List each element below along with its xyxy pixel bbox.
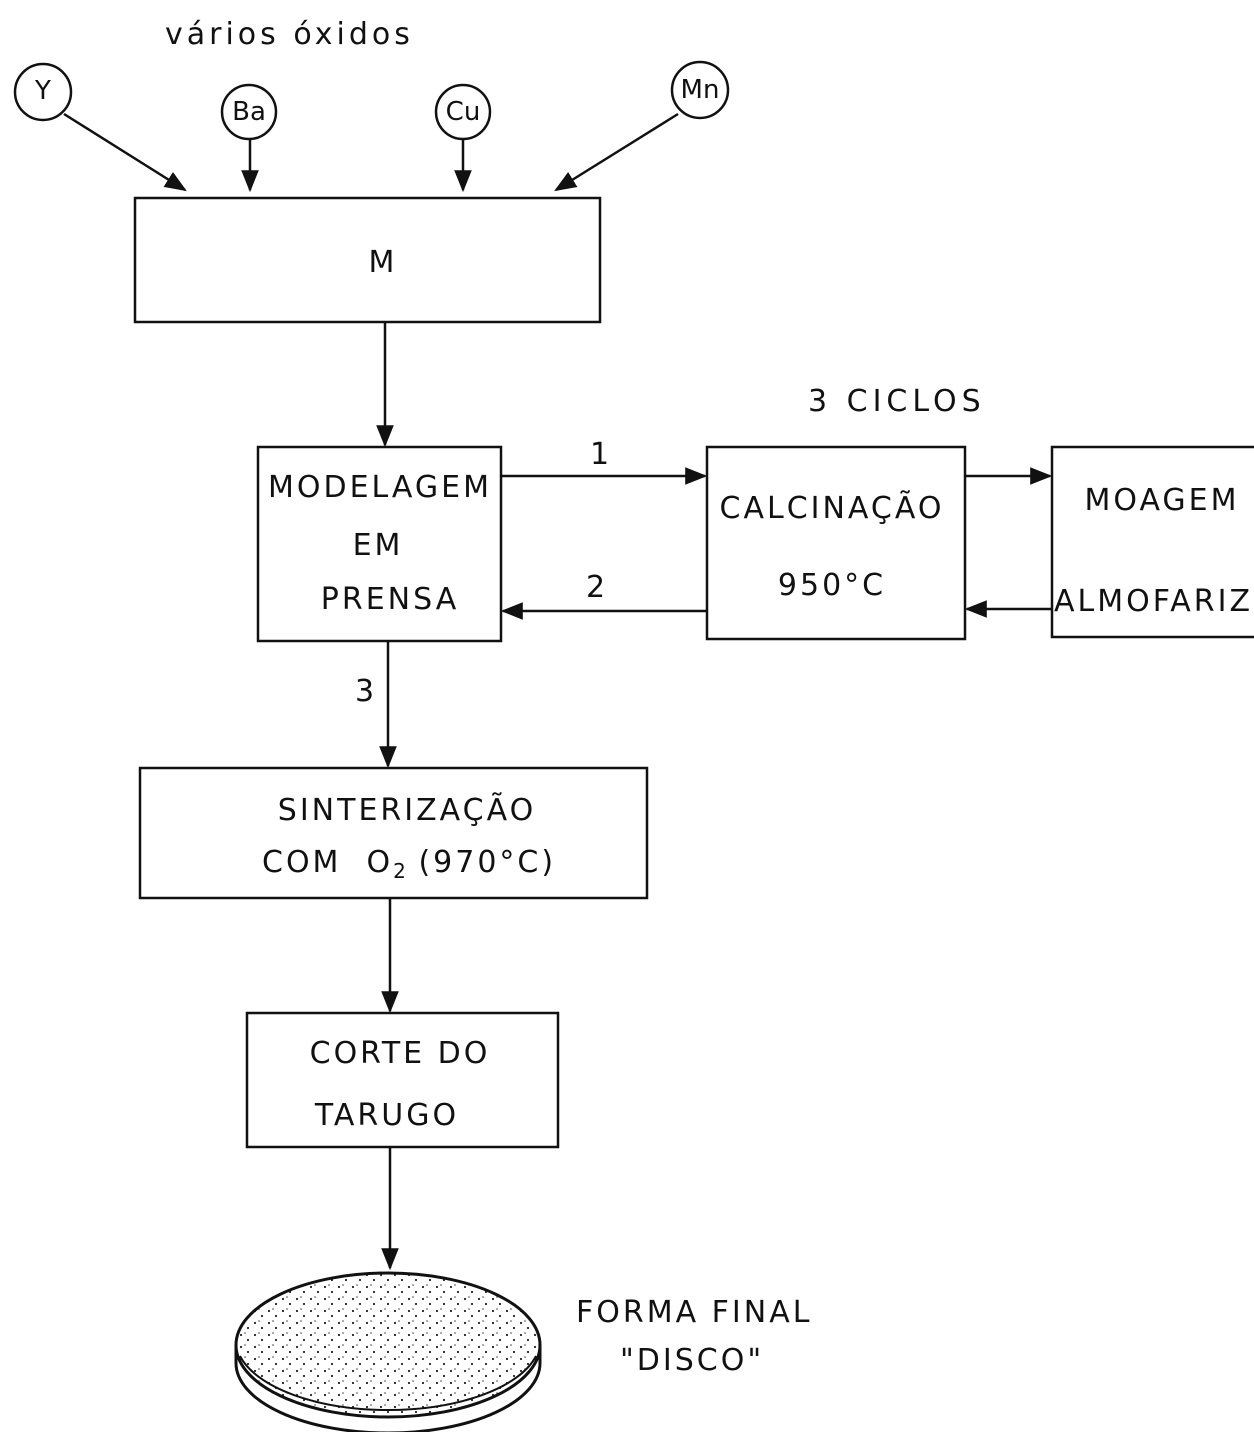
sintering-oxygen-subscript: 2 <box>393 859 406 883</box>
calcination-temp: 950°C <box>778 571 886 601</box>
sintering-temp: (970°C) <box>418 845 556 880</box>
input-label-y: Y <box>35 78 51 104</box>
grinding-tool-label: ALMOFARIZ <box>1054 587 1253 617</box>
input-label-mn: Mn <box>681 77 720 103</box>
step-label-1: 1 <box>590 440 609 470</box>
cycles-label: 3 CICLOS <box>808 387 986 417</box>
arrow-mn-to-mixer <box>556 114 678 190</box>
arrow-y-to-mixer <box>64 114 185 190</box>
sintering-oxygen: O <box>367 845 394 880</box>
grinding-label: MOAGEM <box>1084 486 1239 516</box>
input-label-cu: Cu <box>446 99 481 125</box>
sintering-label: SINTERIZAÇÃO <box>278 796 536 826</box>
sintering-atmosphere: COM O2 (970°C) <box>262 848 556 881</box>
final-shape-label: FORMA FINAL <box>576 1298 812 1328</box>
molding-label-line3: PRENSA <box>321 585 459 615</box>
input-label-ba: Ba <box>232 99 266 125</box>
mixer-label: M <box>369 248 398 278</box>
step-label-3: 3 <box>355 677 374 707</box>
final-shape-name: "DISCO" <box>620 1346 764 1376</box>
sintering-com: COM <box>262 845 341 880</box>
box-mixer <box>135 198 600 322</box>
calcination-label: CALCINAÇÃO <box>720 494 945 524</box>
disc-shape <box>236 1273 540 1432</box>
molding-label-line2: EM <box>353 531 404 561</box>
cutting-label-line1: CORTE DO <box>310 1039 491 1069</box>
step-label-2: 2 <box>586 573 605 603</box>
cutting-label-line2: TARUGO <box>315 1101 459 1131</box>
box-calcination <box>707 447 965 639</box>
molding-label-line1: MODELAGEM <box>268 473 492 503</box>
oxides-label: vários óxidos <box>165 20 414 50</box>
